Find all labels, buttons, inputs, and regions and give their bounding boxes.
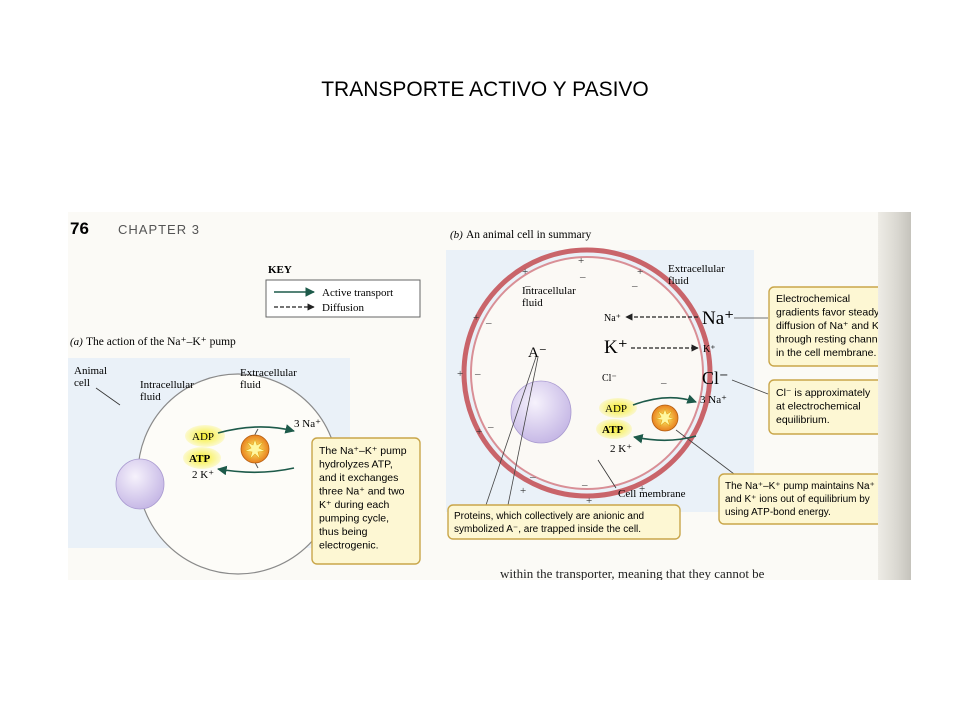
panel-b-pump-star: [654, 408, 676, 427]
svg-text:+: +: [476, 426, 482, 438]
panel-b-charges: + + + + + + + + + – – – – – – – – –: [457, 255, 667, 507]
svg-text:+: +: [586, 495, 592, 507]
panel-a-callout-text: The Na⁺–K⁺ pump hydrolyzes ATP, and it e…: [319, 445, 409, 552]
svg-text:+: +: [520, 485, 526, 497]
panel-b-proteins-leader-2: [507, 356, 539, 506]
panel-b-anion: A⁻: [528, 345, 547, 361]
panel-b-k-in: 2 K⁺: [610, 443, 632, 455]
panel-b-pump-text: The Na⁺–K⁺ pump maintains Na⁺ and K⁺ ion…: [725, 481, 878, 518]
svg-text:+: +: [639, 483, 645, 495]
panel-b-k-outside: K⁺: [703, 344, 716, 355]
page-number: 76: [70, 219, 89, 238]
panel-b-k-inside: K⁺: [604, 337, 628, 358]
chapter-heading: CHAPTER 3: [118, 222, 200, 237]
panel-a-adp-glow: [185, 425, 225, 447]
panel-b-k-in-arrow: [633, 434, 697, 444]
sodium-potassium-pump-figure: 76 CHAPTER 3 KEY Active transport Diffus…: [68, 219, 908, 580]
panel-a-adp: ADP: [192, 431, 214, 443]
panel-b-na-out-arrow: [632, 394, 697, 406]
slide-title: TRANSPORTE ACTIVO Y PASIVO: [321, 78, 649, 101]
svg-text:–: –: [529, 471, 536, 483]
panel-b-proteins-callout: [447, 504, 681, 540]
svg-text:+: +: [457, 368, 463, 380]
page-footer-text: within the transporter, meaning that the…: [500, 566, 765, 580]
key-active-label: Active transport: [322, 287, 393, 299]
svg-text:–: –: [631, 280, 638, 292]
panel-b-atp: ATP: [602, 424, 623, 436]
panel-b-proteins-text: Proteins, which collectively are anionic…: [454, 511, 647, 535]
panel-b-caption: An animal cell in summary: [466, 229, 591, 241]
panel-a-pump-callout: [311, 437, 421, 565]
panel-a-atp-glow: [183, 447, 221, 469]
page-gutter-shadow: [878, 212, 911, 580]
svg-text:–: –: [474, 368, 481, 380]
panel-b-membrane-outer: [461, 247, 713, 499]
panel-b-cl-leader: [731, 379, 769, 395]
panel-b-atp-glow: [596, 419, 632, 439]
svg-text:–: –: [581, 479, 588, 491]
panel-b-cl-outside: Cl⁻: [702, 368, 729, 388]
panel-b-proteins-leader-1: [485, 356, 537, 506]
panel-a-letter: (a): [70, 336, 83, 348]
panel-b-na-outside: Na⁺: [702, 308, 734, 329]
panel-a-na-out: 3 Na⁺: [294, 418, 321, 430]
panel-a-na-out-arrow: [217, 424, 295, 434]
panel-b-na-out: 3 Na⁺: [700, 394, 727, 406]
panel-b-nucleus: [510, 380, 572, 444]
panel-a-k-in-arrow: [217, 465, 295, 476]
svg-text:+: +: [522, 266, 528, 278]
panel-b-membrane-inner: [470, 256, 704, 490]
svg-text:+: +: [578, 255, 584, 267]
panel-b-membrane-leader: [597, 459, 617, 489]
svg-text:–: –: [524, 280, 531, 292]
svg-text:–: –: [487, 421, 494, 433]
panel-a-nucleus: [115, 458, 165, 510]
panel-b-adp: ADP: [605, 403, 627, 415]
key-title: KEY: [268, 264, 292, 276]
svg-text:+: +: [473, 312, 479, 324]
panel-a-cell-leader: [95, 387, 121, 406]
panel-b-gradients-text: Electrochemical gradients favor steady d…: [776, 293, 894, 359]
panel-a-caption: The action of the Na⁺–K⁺ pump: [86, 336, 236, 348]
panel-b-cl-inside: Cl⁻: [602, 373, 617, 384]
svg-text:–: –: [579, 271, 586, 283]
panel-b-cl-text: Cl⁻ is approximately at electrochemical …: [776, 387, 873, 426]
panel-b-adp-glow: [599, 398, 637, 418]
textbook-page-image: 76 CHAPTER 3 KEY Active transport Diffus…: [68, 212, 911, 580]
panel-b-pump-leader: [675, 429, 739, 478]
panel-a-k-in: 2 K⁺: [192, 469, 214, 481]
svg-text:–: –: [660, 377, 667, 389]
key-box: [265, 279, 421, 318]
panel-b-membrane-label: Cell membrane: [618, 488, 686, 500]
panel-a-cell: [137, 373, 339, 575]
svg-text:+: +: [637, 266, 643, 278]
svg-text:–: –: [485, 317, 492, 329]
panel-a-atp: ATP: [189, 453, 210, 465]
panel-b-letter: (b): [450, 229, 463, 241]
key-diffusion-label: Diffusion: [322, 302, 364, 314]
panel-a-pump-star: [244, 438, 266, 461]
panel-b-na-inside: Na⁺: [604, 313, 621, 324]
